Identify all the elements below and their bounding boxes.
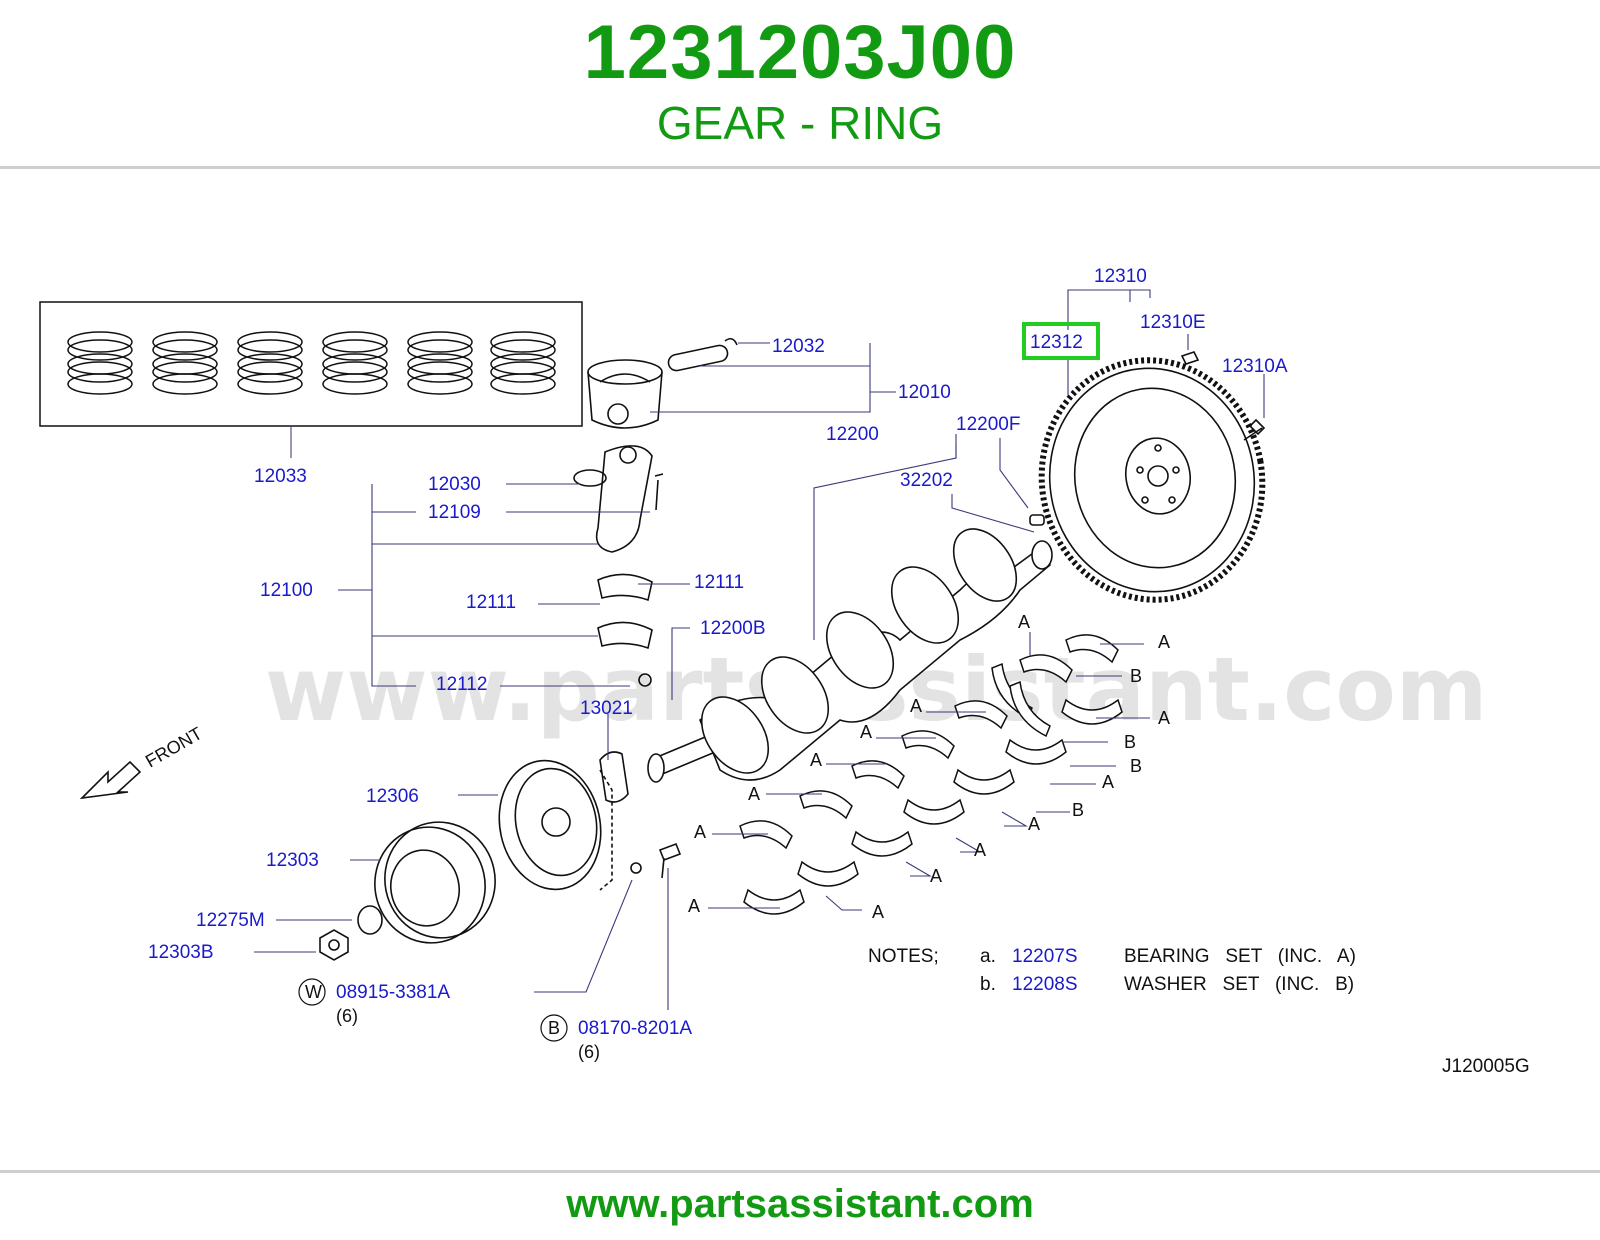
callout-08170-8201A[interactable]: 08170-8201A: [578, 1018, 692, 1039]
part-name-subtitle: GEAR - RING: [656, 97, 944, 149]
callout-12275M[interactable]: 12275M: [196, 910, 265, 931]
mark-a: A: [688, 896, 700, 916]
callout-12112[interactable]: 12112: [436, 674, 487, 695]
callout-12010[interactable]: 12010: [898, 382, 951, 403]
callout-12200B[interactable]: 12200B: [700, 618, 766, 639]
note-part-link[interactable]: 12208S: [1012, 974, 1078, 995]
callout-12111-lower[interactable]: 12111: [466, 592, 516, 613]
notes-block: NOTES; a. 12207S BEARING SET (INC. A) b.…: [868, 946, 1356, 995]
mark-a: A: [1158, 632, 1170, 652]
diagram-svg: www.partsassistant.com: [39, 266, 1530, 1077]
callout-12032[interactable]: 12032: [772, 336, 825, 357]
callout-13021[interactable]: 13021: [580, 698, 633, 719]
callout-12109[interactable]: 12109: [428, 502, 481, 523]
callout-32202[interactable]: 32202: [900, 470, 953, 491]
part-number-title: 1231203J00: [583, 10, 1017, 95]
main-bearing-shells-drawing: [739, 634, 1123, 915]
callout-12111-upper[interactable]: 12111: [694, 572, 744, 593]
mark-a: A: [1028, 814, 1040, 834]
qty-08915: (6): [336, 1006, 358, 1026]
parts-diagram: www.partsassistant.com: [0, 240, 1600, 1100]
diagram-code: J120005G: [1442, 1056, 1530, 1077]
mark-b: B: [1124, 732, 1136, 752]
piston-ring-set-drawing: [39, 301, 583, 458]
mark-a: A: [930, 866, 942, 886]
bearing-mark-leaders: [708, 632, 1150, 911]
b-circle-letter: B: [548, 1018, 560, 1038]
bearing-marks: A A B A A B A B A A A B A A A A A A: [688, 612, 1170, 922]
mark-b: B: [1130, 666, 1142, 686]
header-divider: [0, 166, 1600, 169]
page-header: 1231203J00 GEAR - RING: [0, 0, 1600, 168]
mark-a: A: [910, 696, 922, 716]
highlight-box-12312: [1022, 322, 1100, 360]
connecting-rod-drawing: [573, 445, 664, 687]
mark-b: B: [1130, 756, 1142, 776]
callout-12303B[interactable]: 12303B: [148, 942, 214, 963]
front-direction-arrow: [79, 760, 142, 800]
mark-a: A: [694, 822, 706, 842]
piston-drawing: [587, 337, 738, 429]
callout-12310E[interactable]: 12310E: [1140, 312, 1206, 333]
callout-12100[interactable]: 12100: [260, 580, 313, 601]
b-circle-icon: [540, 1014, 568, 1042]
crank-pulley-drawing: [319, 751, 682, 961]
crankshaft-drawing: [647, 514, 1053, 783]
mark-a: A: [1102, 772, 1114, 792]
callout-12200F[interactable]: 12200F: [956, 414, 1020, 435]
note-letter: b.: [980, 974, 996, 995]
mark-a: A: [872, 902, 884, 922]
leader-lines: [254, 289, 1265, 1010]
note-description: BEARING SET (INC. A): [1124, 946, 1356, 967]
callout-12310A[interactable]: 12310A: [1222, 356, 1288, 377]
callout-12030[interactable]: 12030: [428, 474, 481, 495]
callout-12310[interactable]: 12310: [1094, 266, 1147, 287]
note-part-link[interactable]: 12207S: [1012, 946, 1078, 967]
mark-a: A: [1158, 708, 1170, 728]
mark-a: A: [748, 784, 760, 804]
callout-12312[interactable]: 12312: [1030, 332, 1083, 353]
footer-site-link[interactable]: www.partsassistant.com: [566, 1182, 1034, 1226]
mark-a: A: [1018, 612, 1030, 632]
mark-a: A: [974, 840, 986, 860]
callout-12303[interactable]: 12303: [266, 850, 319, 871]
front-label: FRONT: [142, 723, 206, 771]
callout-08915-3381A[interactable]: 08915-3381A: [336, 982, 450, 1003]
callout-12200[interactable]: 12200: [826, 424, 879, 445]
part-callouts: 12310 12310E 12312 12310A 12032 12010 12…: [148, 266, 1288, 1062]
w-circle-icon: [298, 978, 326, 1006]
note-letter: a.: [980, 946, 996, 967]
note-description: WASHER SET (INC. B): [1124, 974, 1354, 995]
notes-heading: NOTES;: [868, 946, 939, 967]
flywheel-ring-gear-drawing: [1038, 351, 1266, 603]
mark-a: A: [860, 722, 872, 742]
callout-12306[interactable]: 12306: [366, 786, 419, 807]
footer-divider: [0, 1170, 1600, 1173]
mark-b: B: [1072, 800, 1084, 820]
mark-a: A: [810, 750, 822, 770]
w-circle-letter: W: [305, 982, 322, 1002]
qty-08170: (6): [578, 1042, 600, 1062]
callout-12033[interactable]: 12033: [254, 466, 307, 487]
